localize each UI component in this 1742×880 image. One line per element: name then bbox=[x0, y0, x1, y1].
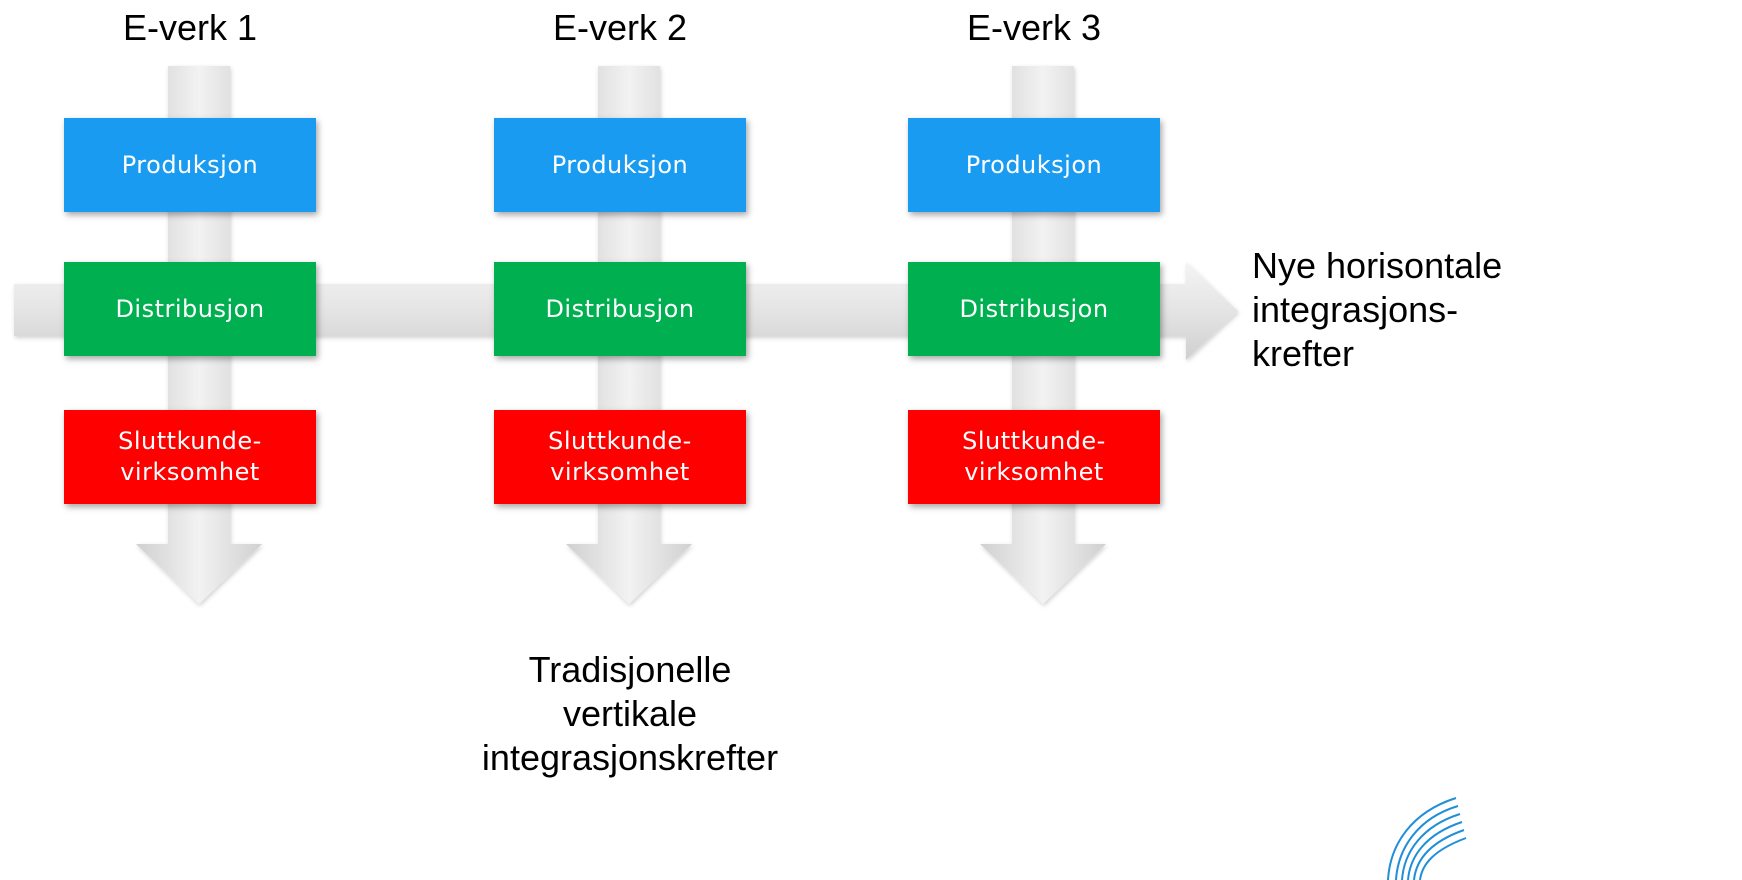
vertical-forces-label: Tradisjonelle vertikale integrasjonskref… bbox=[481, 649, 779, 778]
horizontal-forces-label: Nye horisontale integrasjons- krefter bbox=[1252, 245, 1503, 374]
column-title-e-verk-1: E-verk 1 bbox=[122, 7, 258, 48]
column-title-e-verk-2: E-verk 2 bbox=[552, 7, 688, 48]
distribution-box-1: Distribusjon bbox=[64, 262, 316, 356]
production-box-3: Produksjon bbox=[908, 118, 1160, 212]
distribution-box-2: Distribusjon bbox=[494, 262, 746, 356]
customer-box-2: Sluttkunde- virksomhet bbox=[494, 410, 746, 504]
production-box-1: Produksjon bbox=[64, 118, 316, 212]
distribution-box-3: Distribusjon bbox=[908, 262, 1160, 356]
wave-logo-icon bbox=[1387, 797, 1467, 880]
customer-box-1: Sluttkunde- virksomhet bbox=[64, 410, 316, 504]
customer-box-3: Sluttkunde- virksomhet bbox=[908, 410, 1160, 504]
column-title-e-verk-3: E-verk 3 bbox=[966, 7, 1102, 48]
production-box-2: Produksjon bbox=[494, 118, 746, 212]
